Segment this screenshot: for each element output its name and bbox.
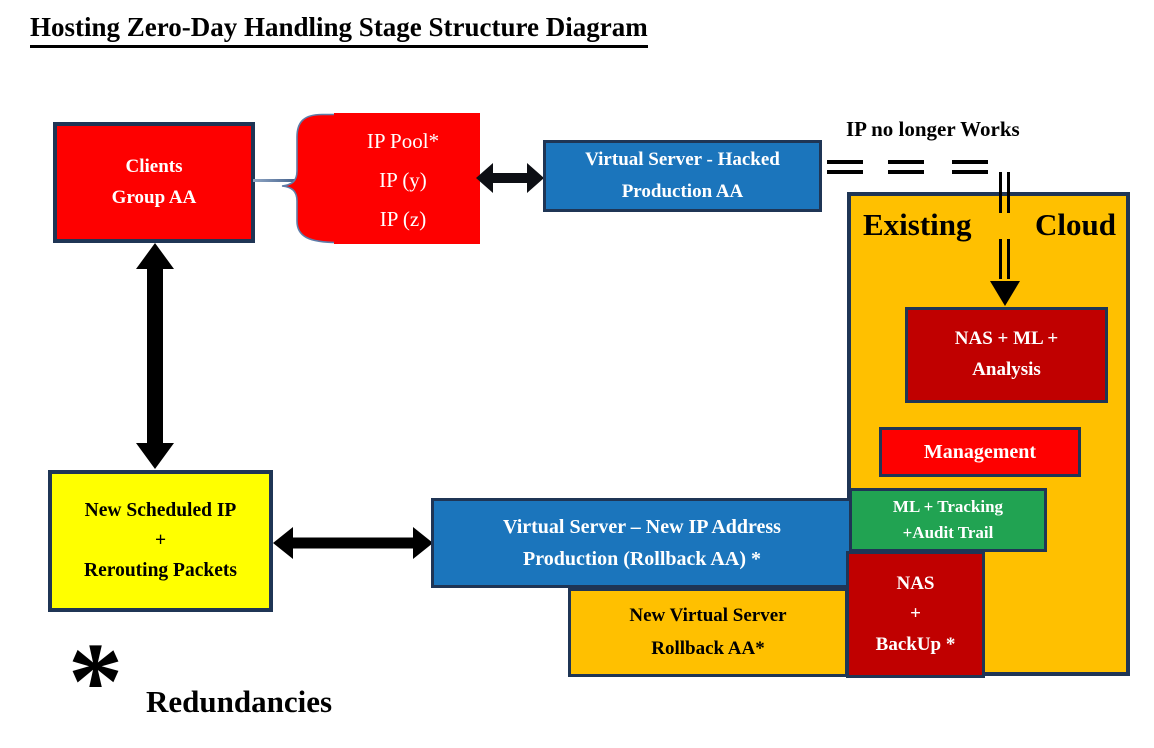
left-brace-shape <box>281 113 480 244</box>
down-arrowhead-icon <box>990 281 1020 306</box>
bidirectional-arrow-clients-newscheduled <box>136 243 174 469</box>
node-label-line: NAS + ML + <box>954 328 1059 350</box>
cloud-title-right: Cloud <box>1035 207 1116 242</box>
node-virtual-server-new-ip: Virtual Server – New IP Address Producti… <box>431 498 853 588</box>
node-nas-backup: NAS + BackUp * <box>846 551 985 678</box>
connector-clients-ippool <box>253 179 300 182</box>
node-management: Management <box>879 427 1081 477</box>
node-new-scheduled-ip: New Scheduled IP + Rerouting Packets <box>48 470 273 612</box>
node-label-line: ML + Tracking <box>892 496 1004 516</box>
node-label-line: Management <box>923 440 1037 463</box>
node-label-line: Production AA <box>621 181 744 202</box>
broken-link-dash-vertical <box>999 239 1010 279</box>
node-label-line: + <box>910 603 921 625</box>
node-label-line: NAS <box>896 573 935 595</box>
legend-label: Redundancies <box>146 684 333 719</box>
node-ml-tracking-audit-trail: ML + Tracking +Audit Trail <box>849 488 1047 552</box>
node-label-line: +Audit Trail <box>902 523 994 542</box>
node-virtual-server-hacked: Virtual Server - Hacked Production AA <box>543 140 822 212</box>
node-label-line: IP (y) <box>379 168 427 192</box>
broken-link-dash <box>952 160 988 174</box>
node-label-line: Clients <box>125 155 183 177</box>
bidirectional-arrow-newscheduled-vsnew <box>273 527 433 559</box>
node-label-line: Rollback AA* <box>651 637 765 659</box>
bidirectional-arrow-ippool-vshacked <box>476 163 544 193</box>
broken-link-dash <box>827 160 863 174</box>
node-label-line: BackUp * <box>875 633 956 655</box>
node-label-line: Production (Rollback AA) * <box>523 548 761 570</box>
node-label-line: New Scheduled IP <box>84 499 237 521</box>
node-ip-pool-label: IP Pool* IP (y) IP (z) <box>328 117 478 244</box>
broken-link-dash-vertical <box>999 172 1010 213</box>
redundancy-asterisk-icon: * <box>68 620 123 742</box>
node-clients-group-aa: Clients Group AA <box>53 122 255 243</box>
node-label-line: Virtual Server – New IP Address <box>503 515 781 538</box>
node-nas-ml-analysis: NAS + ML + Analysis <box>905 307 1108 403</box>
existing-cloud-title: Existing Cloud <box>851 196 1126 250</box>
node-label-line: IP (z) <box>379 207 427 231</box>
node-label-line: + <box>154 529 167 551</box>
page-title: Hosting Zero-Day Handling Stage Structur… <box>30 12 648 48</box>
node-label-line: IP Pool* <box>366 129 440 153</box>
node-label-line: Group AA <box>111 186 197 208</box>
broken-link-dash <box>888 160 924 174</box>
annotation-ip-no-longer-works: IP no longer Works <box>846 117 1020 141</box>
node-label-line: New Virtual Server <box>629 605 787 627</box>
node-label-line: Rerouting Packets <box>84 560 237 582</box>
node-new-virtual-server-rollback: New Virtual Server Rollback AA* <box>568 588 848 677</box>
node-label-line: Analysis <box>972 359 1041 380</box>
node-ip-pool: IP Pool* IP (y) IP (z) <box>280 113 480 244</box>
cloud-title-left: Existing <box>863 207 972 242</box>
node-label-line: Virtual Server - Hacked <box>585 148 780 170</box>
legend: * Redundancies <box>68 626 468 748</box>
